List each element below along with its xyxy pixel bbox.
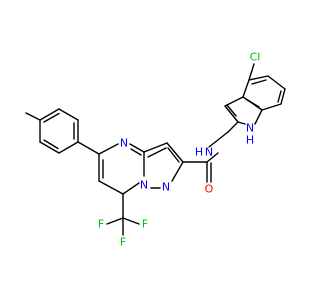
bond-ind-b4 <box>280 88 286 105</box>
indole-nitrogen-label: N <box>246 122 254 135</box>
pyrimidine-nitrogen-label: N <box>120 137 128 150</box>
bond-tolyl-dbl-1 <box>43 112 60 123</box>
bond-ind-b-dbl-1 <box>251 79 267 85</box>
pyrazole-nitrogen-label: N <box>162 181 170 194</box>
bond-methyl <box>25 112 41 121</box>
bond-ind-b2 <box>248 75 269 81</box>
bond-ind-p-dbl <box>226 104 237 117</box>
indole-hydrogen-label: H <box>246 134 254 147</box>
bond-ind-b-dbl-2 <box>277 90 282 103</box>
bond-tolyl-1 <box>39 108 60 121</box>
bond-tolyl-2 <box>58 108 79 121</box>
amide-hydrogen-label: H <box>195 146 203 159</box>
bond-ch2-indole <box>227 121 239 133</box>
bond-pz-3 <box>171 161 184 182</box>
chlorine-label: Cl <box>250 51 261 64</box>
carbonyl-oxygen-label: O <box>205 183 214 196</box>
structure-drawing: Cl N H O N N N N H F F F <box>25 51 286 249</box>
bond-ind-b5 <box>261 103 282 111</box>
fluorine-label-bottom: F <box>120 236 126 249</box>
bond-ind-p1 <box>224 105 239 123</box>
amide-nitrogen-label: N <box>205 146 213 159</box>
bond-pz-2 <box>166 142 184 163</box>
bond-tolyl-4 <box>58 141 79 154</box>
bond-ind-b-dbl-3 <box>245 98 260 108</box>
bond-ind-b3 <box>267 75 286 90</box>
bond-ind-p2 <box>224 96 244 107</box>
bond-pyr-dbl-2 <box>130 148 142 156</box>
bond-pz-dbl-2 <box>147 147 167 158</box>
bond-tolyl-5 <box>39 141 60 154</box>
bond-aryl-link <box>77 141 100 155</box>
bond-n-ch2 <box>208 131 229 148</box>
bond-cf-3 <box>122 217 140 225</box>
bond-ind-p5 <box>237 121 246 125</box>
molecule-diagram: Cl N H O N N N N H F F F <box>25 50 286 249</box>
atom-labels: Cl N H O N N N N H F F F <box>98 51 261 249</box>
bond-ind-p4 <box>254 109 263 125</box>
bond-ind-b1 <box>242 79 250 98</box>
bond-c-cl <box>248 63 255 81</box>
bond-pz-dbl-1 <box>167 147 180 163</box>
fluorine-label-top: F <box>98 218 104 231</box>
bond-pyr-4 <box>122 182 140 195</box>
bond-c-n <box>206 152 219 163</box>
bonds <box>25 63 286 236</box>
bond-pyr-2 <box>129 143 145 153</box>
bridgehead-nitrogen-label: N <box>140 179 148 192</box>
bond-tolyl-dbl-3 <box>43 139 59 150</box>
bond-pz-1 <box>143 142 168 153</box>
bond-cf-2 <box>106 217 124 225</box>
fluorine-label-right: F <box>142 218 148 231</box>
bond-pyr-1 <box>98 143 119 155</box>
bond-pyr-5 <box>98 180 124 195</box>
